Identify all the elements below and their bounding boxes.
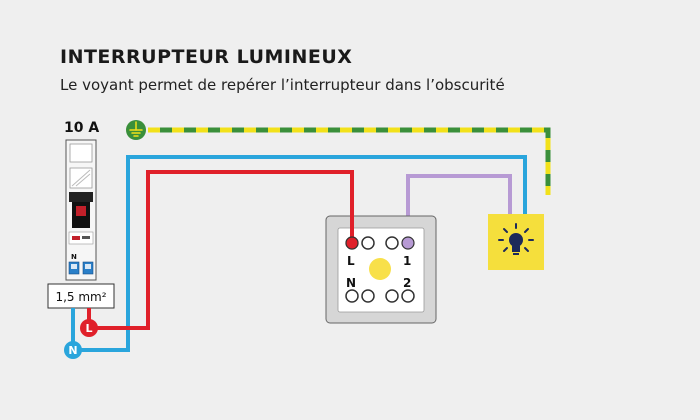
illuminated-switch: L N 1 2	[325, 215, 437, 324]
light-bulb-icon	[498, 223, 534, 255]
cable-section-label: 1,5 mm²	[55, 290, 106, 304]
circuit-breaker: 10 A N	[64, 120, 99, 281]
phase-wire	[96, 170, 354, 330]
terminal-1-screw	[401, 236, 415, 250]
neutral-marker: N	[64, 341, 82, 359]
return-wire	[406, 174, 512, 243]
switch-terminal-n-label: N	[346, 276, 356, 290]
diagram-title: INTERRUPTEUR LUMINEUX	[60, 46, 353, 68]
phase-marker: L	[80, 319, 98, 337]
earth-ground-icon	[126, 120, 146, 140]
lamp-box	[488, 214, 544, 270]
earth-wire	[148, 127, 551, 195]
neutral-wire	[80, 155, 527, 352]
phase-marker-label: L	[85, 322, 92, 335]
switch-terminal-l-label: L	[347, 254, 355, 268]
switch-terminal-2-label: 2	[403, 276, 411, 290]
cable-section-label-box: 1,5 mm²	[47, 283, 115, 309]
diagram-subtitle: Le voyant permet de repérer l’interrupte…	[60, 76, 505, 94]
neutral-marker-label: N	[68, 344, 77, 357]
indicator-light	[369, 258, 391, 280]
switch-terminal-1-label: 1	[403, 254, 411, 268]
breaker-terminal-n-label: N	[71, 253, 77, 261]
breaker-rating-label: 10 A	[64, 120, 99, 136]
